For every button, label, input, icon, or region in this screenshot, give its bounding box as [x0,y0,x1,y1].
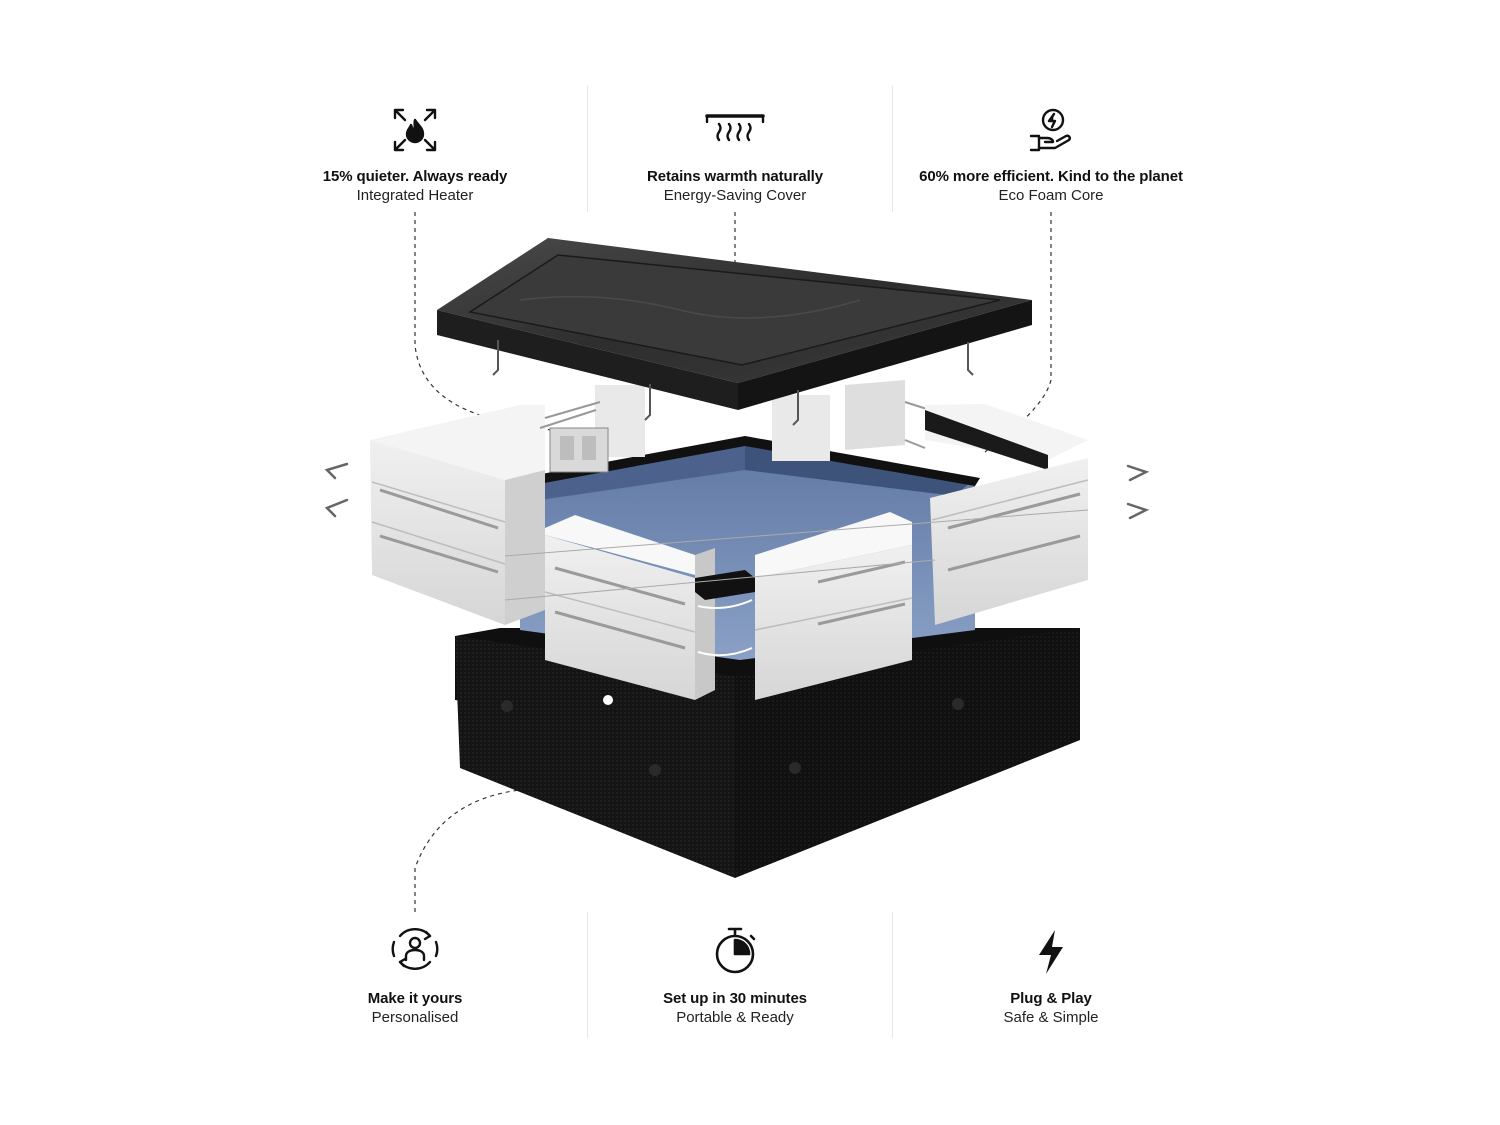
side-clips [324,462,1150,520]
feature-subtitle: Personalised [371,1009,459,1026]
feature-subtitle: Portable & Ready [676,1009,794,1026]
eco-energy-hand-icon [1029,108,1071,152]
feature-headline: 15% quieter. Always ready [322,168,508,185]
leader-lines [414,212,1052,912]
feature-eco-foam-core: 60% more efficient. Kind to the planet E… [901,106,1201,204]
leader-line-foam [984,212,1052,453]
heat-waves-icon [705,114,765,142]
feature-headline: Set up in 30 minutes [663,990,807,1007]
divider-top-left [587,86,588,212]
feature-plug-play: Plug & Play Safe & Simple [901,928,1201,1026]
stopwatch-icon [715,927,756,974]
divider-bottom-left [587,912,588,1038]
feature-headline: Make it yours [367,990,463,1007]
feature-subtitle: Eco Foam Core [998,187,1104,204]
user-cycle-icon [391,928,439,970]
feature-headline: Plug & Play [1010,990,1092,1007]
fire-expand-icon [393,108,437,152]
lightning-bolt-icon [1039,930,1063,974]
divider-top-right [892,86,893,212]
feature-headline: Retains warmth naturally [647,168,823,185]
heater-unit [549,427,609,473]
feature-integrated-heater: 15% quieter. Always ready Integrated Hea… [265,106,565,204]
feature-subtitle: Safe & Simple [1003,1009,1099,1026]
feature-headline: 60% more efficient. Kind to the planet [919,168,1183,185]
feature-subtitle: Integrated Heater [356,187,474,204]
feature-subtitle: Energy-Saving Cover [663,187,807,204]
leader-line-heater [414,212,561,433]
feature-energy-saving-cover: Retains warmth naturally Energy-Saving C… [585,106,885,204]
feature-portable-ready: Set up in 30 minutes Portable & Ready [585,926,885,1026]
feature-personalised: Make it yours Personalised [265,922,565,1026]
energy-saving-cover [437,238,1032,426]
divider-bottom-right [892,912,893,1038]
foam-panels [370,380,1089,700]
